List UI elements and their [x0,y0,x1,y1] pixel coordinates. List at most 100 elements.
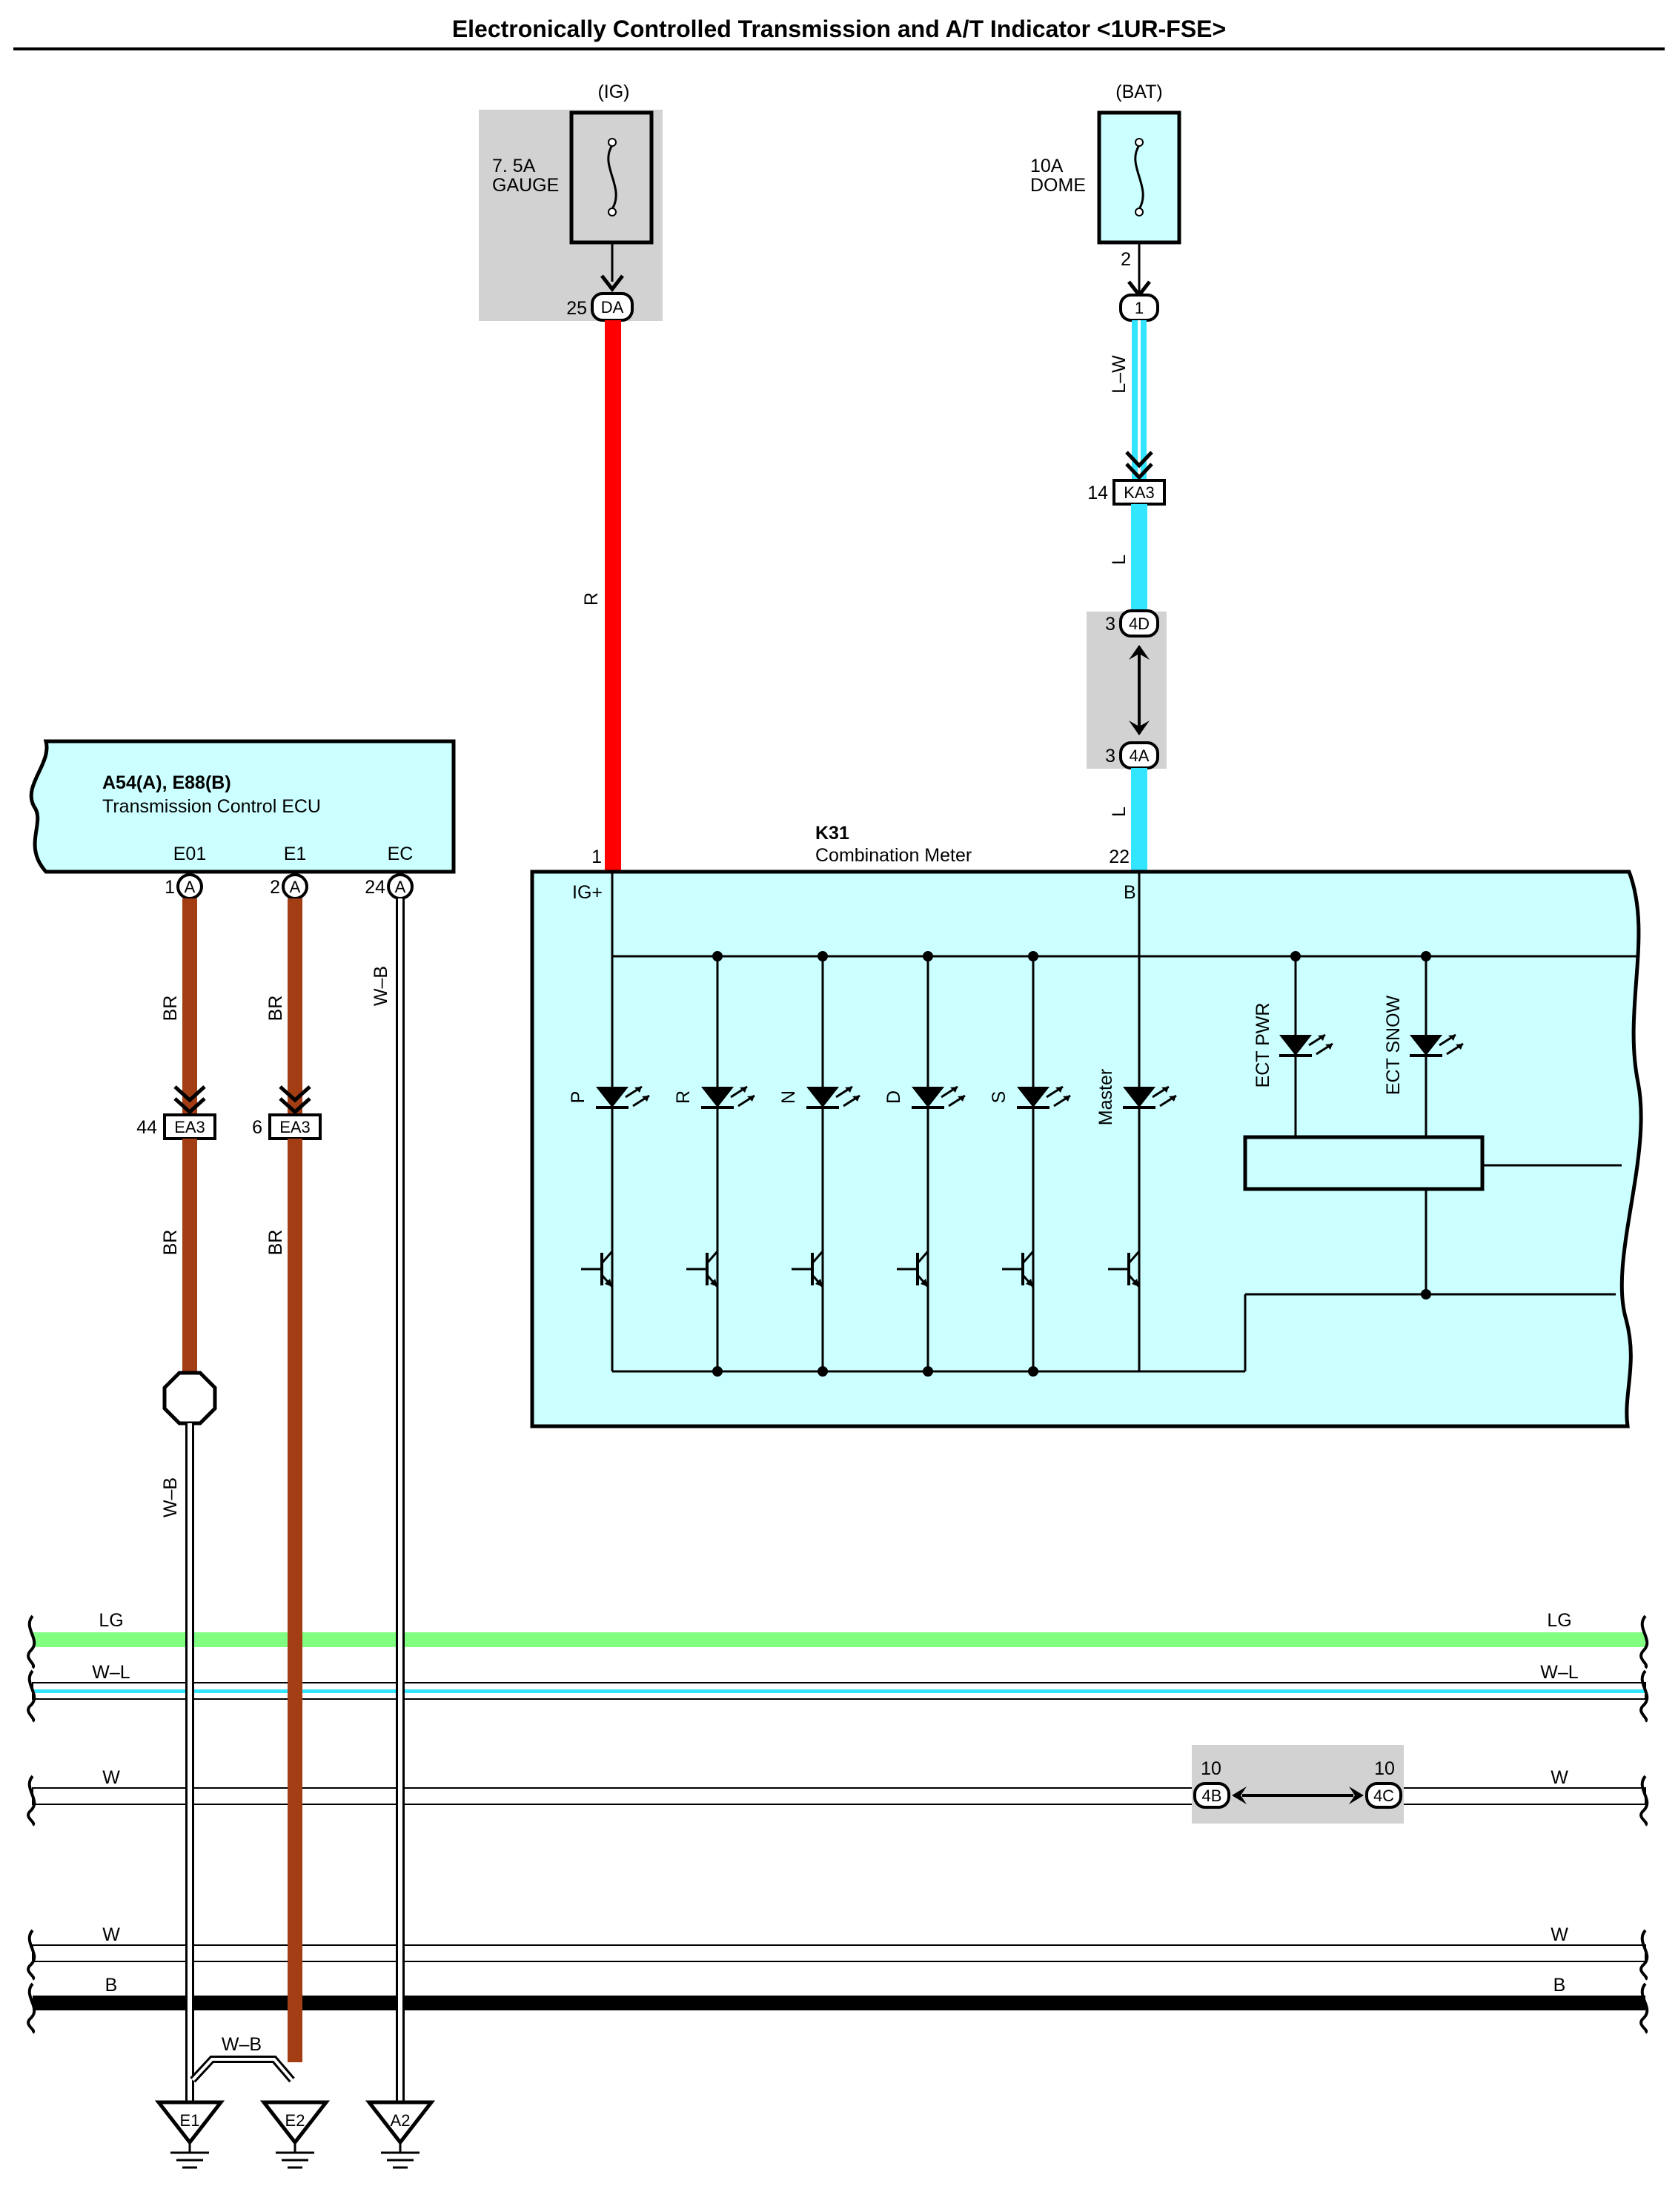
junction-ea3-label: EA3 [174,1118,205,1136]
connector-4a-pin: 3 [1105,746,1115,766]
bus-w2-label-left: W [102,1924,120,1945]
meter-pin-b: 22 [1109,847,1130,867]
connector-4d-pin: 3 [1105,614,1115,635]
connector-4d [1119,609,1159,638]
fuse-icon [607,145,617,210]
indicator-label-ect-snow: ECT SNOW [1383,995,1404,1095]
combination-meter-box [530,870,1643,1428]
connector-1-label: 1 [1135,299,1144,317]
wire-br-e01-upper [182,898,197,1115]
ecu-terminal-ec: EC [388,844,414,864]
wire-lw-label: L–W [1109,355,1130,394]
wire-br-label: BR [160,1230,181,1256]
ground-e2: E2 [259,2100,331,2169]
junction-dots [712,951,1431,1377]
junction-ea3-pin: 6 [252,1117,262,1138]
indicator-label-s: S [989,1091,1009,1104]
ect-control-block [1243,1135,1485,1191]
diagram-title: Electronically Controlled Transmission a… [452,16,1226,42]
connector-4a-label: 4A [1130,746,1150,765]
ecu-terminal-e1: E1 [284,844,307,864]
junction-ea3 [268,1113,322,1140]
connector-arrow-icon [173,1085,206,1115]
bus-wl-label-left: W–L [92,1662,130,1683]
wire-br-label: BR [265,996,286,1021]
junction-ea3 [163,1113,216,1140]
fuse-dome-rating: 10A [1030,156,1064,176]
ecu-pin-number: 24 [365,877,385,898]
meter-name: Combination Meter [815,845,972,866]
ground-e1: E1 [154,2100,225,2169]
bus-lg-label-left: LG [99,1610,123,1631]
ig-source-label: (IG) [597,82,629,102]
ecu-code: A54(A), E88(B) [102,772,231,793]
bus-w1-label-left: W [102,1767,120,1788]
bus-b-label-right: B [1553,1975,1566,1996]
connector-arrow-icon [1125,451,1153,480]
ecu-terminal-e01: E01 [173,844,206,864]
wire-wb-label: W–B [371,966,391,1006]
ecu-pin-number: 1 [165,877,175,898]
arrow-right-icon [1349,1787,1364,1804]
bat-source-label: (BAT) [1115,82,1162,102]
junction-ka3-label: KA3 [1124,483,1155,502]
fuse-gauge-name: GAUGE [492,175,559,196]
ground-e2-label: E2 [285,2111,305,2130]
ground-icon [259,2100,331,2146]
ecu-pin-conn-label: A [395,878,406,896]
connector-da-label: DA [601,298,624,317]
fuse-gauge: (IG) 7. 5A GAUGE [479,82,663,321]
connector-4c-pin: 10 [1374,1758,1395,1779]
connector-4b-pin: 10 [1201,1758,1221,1779]
wire-wb-bridge-label: W–B [222,2034,262,2055]
fuse-icon [1134,145,1144,210]
wire-br-label: BR [160,996,181,1021]
wire-l-upper-label: L [1109,554,1130,565]
transmission-ecu: A54(A), E88(B) Transmission Control ECU … [29,739,456,874]
connector-4c-label: 4C [1373,1787,1394,1805]
ecu-pin-number: 2 [270,877,280,898]
wire-red-label: R [581,592,602,606]
indicator-label-r: R [673,1090,694,1104]
ground-e1-label: E1 [180,2111,200,2130]
junction-ka3-pin: 14 [1087,483,1108,503]
arrow-down-icon [1129,721,1150,735]
bus-lg-label-right: LG [1547,1610,1571,1631]
indicator-label-master: Master [1095,1069,1116,1125]
meter-pin-ig: 1 [591,847,602,867]
wire-wb-bridge [191,2058,294,2082]
arrow-left-icon [1232,1787,1247,1804]
ground-icon [365,2100,436,2146]
wire-br-e1-upper [288,898,302,1115]
indicator-label-d: D [883,1090,904,1104]
ground-a2: A2 [365,2100,436,2169]
connector-da-pin: 25 [566,298,587,319]
ground-icon [154,2100,225,2146]
wire-br-label: BR [265,1230,286,1256]
fuse-gauge-rating: 7. 5A [492,156,536,176]
ecu-box [29,739,456,874]
fuse-dome-name: DOME [1030,175,1086,196]
indicator-label-ect-pwr: ECT PWR [1253,1003,1273,1088]
fuse-dome-pin: 2 [1121,249,1131,270]
ecu-pin-conn-label: A [290,878,301,896]
arrow-down-icon [600,274,624,293]
wire-red [605,320,621,872]
meter-code: K31 [815,823,849,844]
bus-w1-label-right: W [1551,1767,1568,1788]
connector-4b [1193,1782,1230,1809]
wire-break-marks [27,1615,1649,2034]
meter-terminal-b: B [1124,882,1136,903]
connector-4c [1365,1782,1402,1809]
connector-block-4b-4c [1192,1745,1404,1824]
arrow-up-icon [1129,645,1150,660]
junction-ea3-label: EA3 [279,1118,311,1136]
ground-a2-label: A2 [391,2111,411,2130]
wire-l-lower [1131,768,1147,872]
fuse-dome: (BAT) 10A DOME 2 [1030,82,1181,299]
bus-b-label-left: B [105,1975,118,1996]
indicator-label-n: N [778,1090,799,1104]
wire-wb-label: W–B [160,1477,181,1517]
wire-l-lower-label: L [1109,807,1130,817]
